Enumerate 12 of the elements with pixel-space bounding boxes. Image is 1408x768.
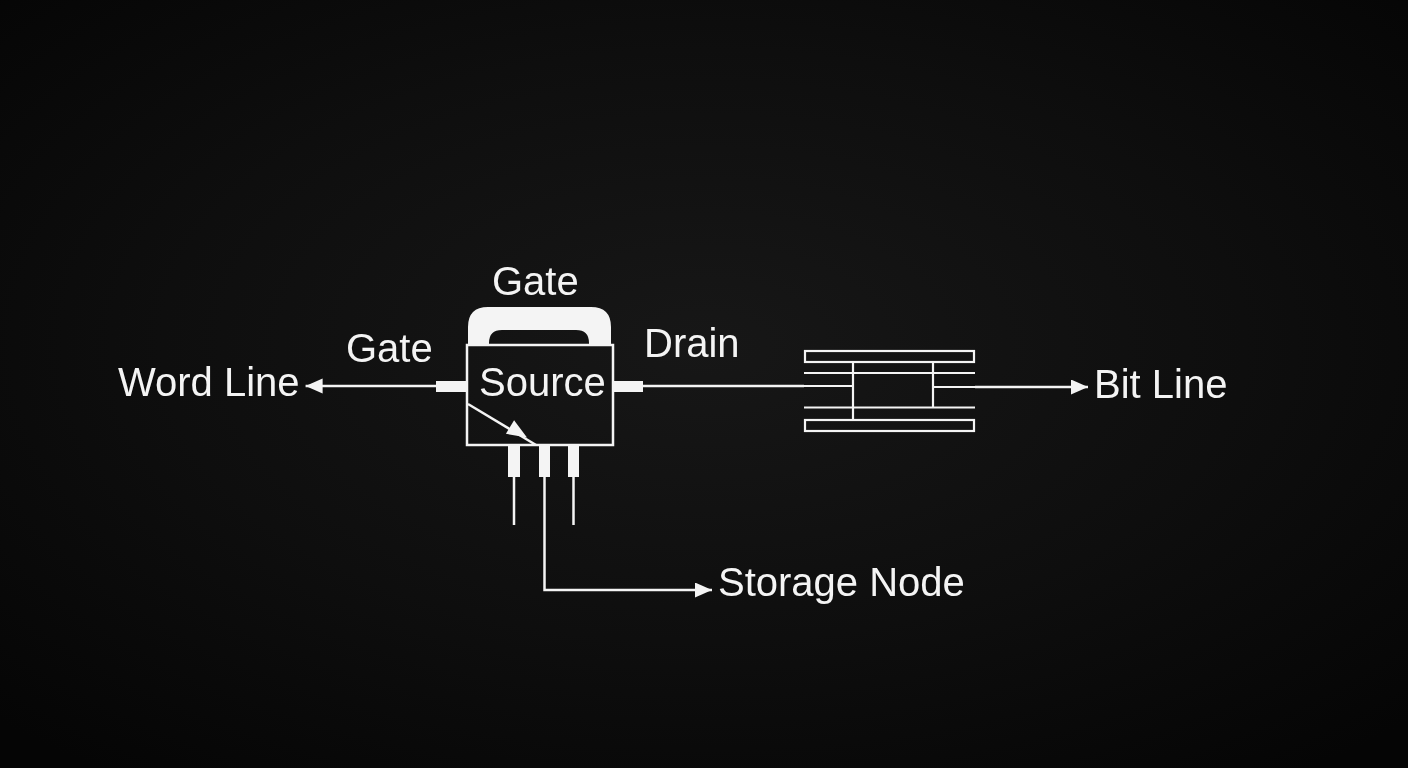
arrow	[543, 525, 712, 598]
terminal-label: Gate	[346, 325, 433, 371]
capacitor-symbol	[804, 350, 975, 432]
node-label: Storage Node	[718, 559, 965, 605]
arrow	[975, 379, 1088, 395]
terminal-label: Drain	[644, 320, 740, 366]
node-label: Bit Line	[1094, 361, 1228, 407]
arrow	[305, 378, 436, 394]
node-label: Source	[479, 359, 606, 405]
connector-line	[643, 384, 804, 388]
terminal-label: Gate	[492, 258, 579, 304]
node-label: Word Line	[118, 359, 300, 405]
